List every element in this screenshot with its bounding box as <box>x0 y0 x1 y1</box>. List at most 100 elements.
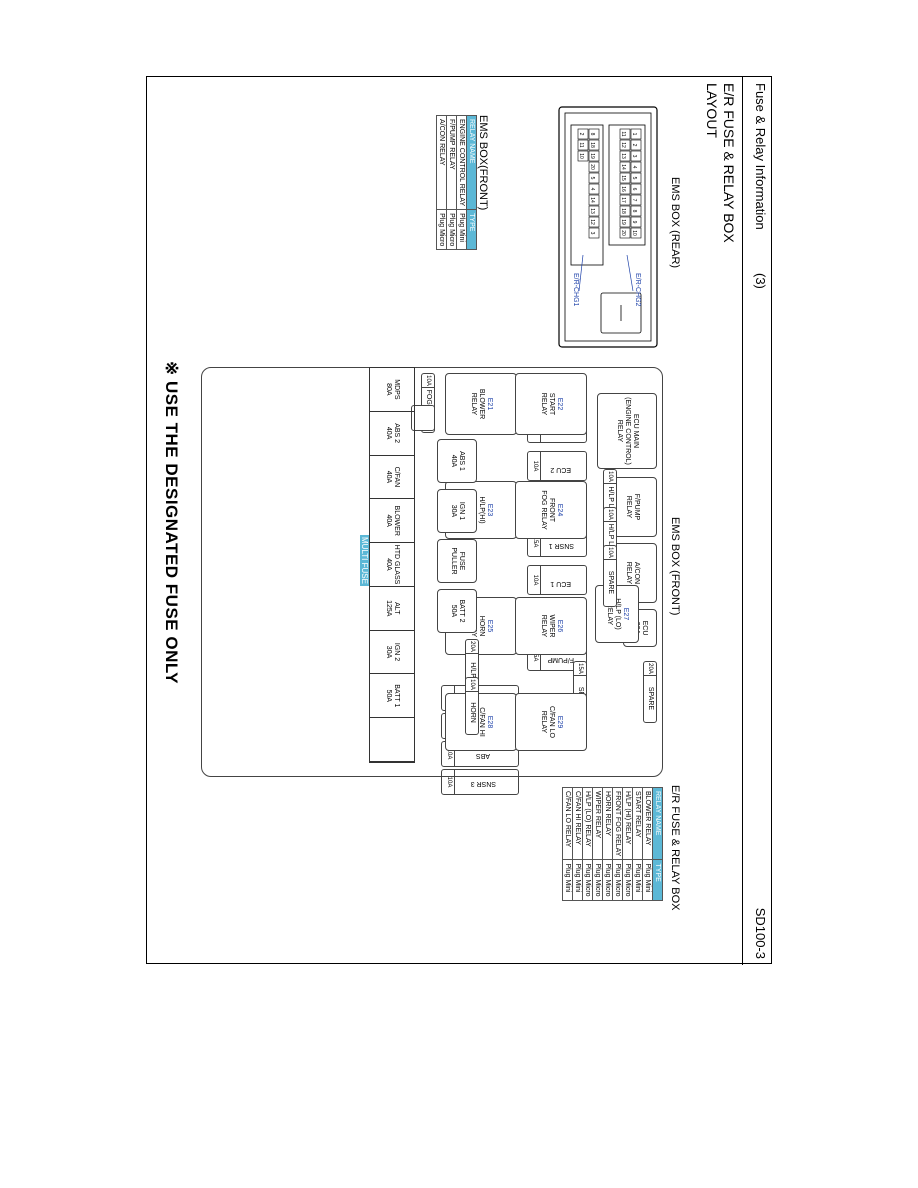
multi-fuse-label: MULTI FUSE <box>360 535 369 586</box>
large-fuse: FUSE PULLER <box>437 539 477 583</box>
connector-pin-label: 5 <box>631 177 637 180</box>
multi-fuse-cell: IGN 2 30A <box>370 630 414 675</box>
ems-relay-table-header: RELAY NAME TYPE <box>466 115 477 250</box>
connector-pin-box <box>619 227 631 239</box>
multi-fuse-cell-label: BLOWER 40A <box>385 505 400 536</box>
connector-pin-label: 9 <box>631 221 637 224</box>
fuse-name: SPARE <box>647 686 654 711</box>
relay-name: FRONT FOG RELAY <box>540 490 555 530</box>
large-fuse-label: IGN 1 30A <box>450 501 465 521</box>
connector-pin-label: 14 <box>589 197 595 203</box>
connector-pin-box <box>619 139 631 151</box>
connector-pin-label: 19 <box>620 219 626 225</box>
fuse-amp: 10A <box>604 470 616 484</box>
relay-name-cell: H/LP (LO) RELAY <box>582 787 593 860</box>
relay-name-cell: HORN RELAY <box>602 787 613 860</box>
relay-code: E28 <box>486 715 493 729</box>
relay-type-cell: Plug Micro <box>612 859 623 901</box>
connector-pin-label: 15 <box>620 175 626 181</box>
large-fuse: BATT 2 50A <box>437 589 477 633</box>
connector-pin-box <box>588 150 600 162</box>
relay-type-cell: Plug Mini <box>642 859 653 901</box>
relay-code: E27 <box>622 607 629 621</box>
connector-pin-box <box>588 172 600 184</box>
connector-pin-box <box>630 161 642 173</box>
multi-fuse-cell-label: ALT 125A <box>385 600 400 617</box>
ems-col-relay-name: RELAY NAME <box>466 115 477 210</box>
fuse-amp: 15A <box>574 662 586 676</box>
relay-type-cell: Plug Mini <box>572 859 583 901</box>
large-fuse: IGN 1 30A <box>437 489 477 533</box>
page-frame: Fuse & Relay Information (3) SD100-3 E/R… <box>146 76 772 965</box>
connector-chg2-label: E/R-CHG2 <box>634 273 641 307</box>
relay-type-cell: Plug Micro <box>582 859 593 901</box>
warning-text: ※ USE THE DESIGNATED FUSE ONLY <box>162 361 181 685</box>
chg2-leader <box>626 254 634 292</box>
connector-pin-box <box>630 150 642 162</box>
section-ems-rear: EMS BOX (REAR) <box>669 177 681 269</box>
header-divider <box>742 77 743 965</box>
fuse-amp: 20A <box>466 640 478 654</box>
connector-pin-box <box>630 216 642 228</box>
relay-type-cell: Plug Mini <box>632 859 643 901</box>
connector-pin-box <box>630 205 642 217</box>
connector-pin-box <box>619 205 631 217</box>
header-doc-id: SD100-3 <box>753 907 768 959</box>
connector-pin-box <box>588 205 600 217</box>
connector-pin-box <box>577 139 589 151</box>
connector-pin-label: 20 <box>620 230 626 236</box>
relay-name-cell: C/FAN LO RELAY <box>562 787 573 860</box>
relay-name-cell: BLOWER RELAY <box>642 787 653 860</box>
relay-code: E21 <box>486 397 493 411</box>
connector-pin-label: 18 <box>589 142 595 148</box>
fuse-name: ECU 1 <box>550 580 572 587</box>
connector-pin-box <box>588 227 600 239</box>
connector-pin-label: 16 <box>620 186 626 192</box>
connector-pin-label: 10 <box>631 230 637 236</box>
relay-name: C/FAN LO RELAY <box>540 706 555 738</box>
large-fuse-label: FUSE PULLER <box>450 547 465 575</box>
connector-pin-box <box>619 128 631 140</box>
relay-code: E24 <box>556 503 563 517</box>
connector-pin-label: 3 <box>631 155 637 158</box>
multi-fuse-cell: BLOWER 40A <box>370 499 414 544</box>
connector-pin-label: 7 <box>631 199 637 202</box>
connector-pin-box <box>588 139 600 151</box>
connector-pin-label: 13 <box>589 208 595 214</box>
relay-type-cell: Plug Micro <box>436 209 447 250</box>
relay-name: START RELAY <box>540 392 555 416</box>
fuse-name: SPARE <box>607 570 614 595</box>
connector-pin-label: 12 <box>620 142 626 148</box>
connector-pin-box <box>588 161 600 173</box>
large-fuse-label: ABS 1 40A <box>450 451 465 471</box>
relay-type-cell: Plug Micro <box>602 859 613 901</box>
connector-pin-box <box>588 183 600 195</box>
relay-type-cell: Plug Micro <box>592 859 603 901</box>
relay-name-cell: START RELAY <box>632 787 643 860</box>
fuse-amp: 10A <box>442 770 455 794</box>
connector-pin-box <box>630 227 642 239</box>
relay-type-cell: Plug Micro <box>446 209 457 250</box>
multi-fuse-cell: ABS 2 40A <box>370 411 414 456</box>
multi-fuse-cell-label: HTD GLASS 40A <box>385 544 400 585</box>
multi-fuse-cell: C/FAN 40A <box>370 455 414 500</box>
multi-fuse-cell: ALT 125A <box>370 586 414 631</box>
